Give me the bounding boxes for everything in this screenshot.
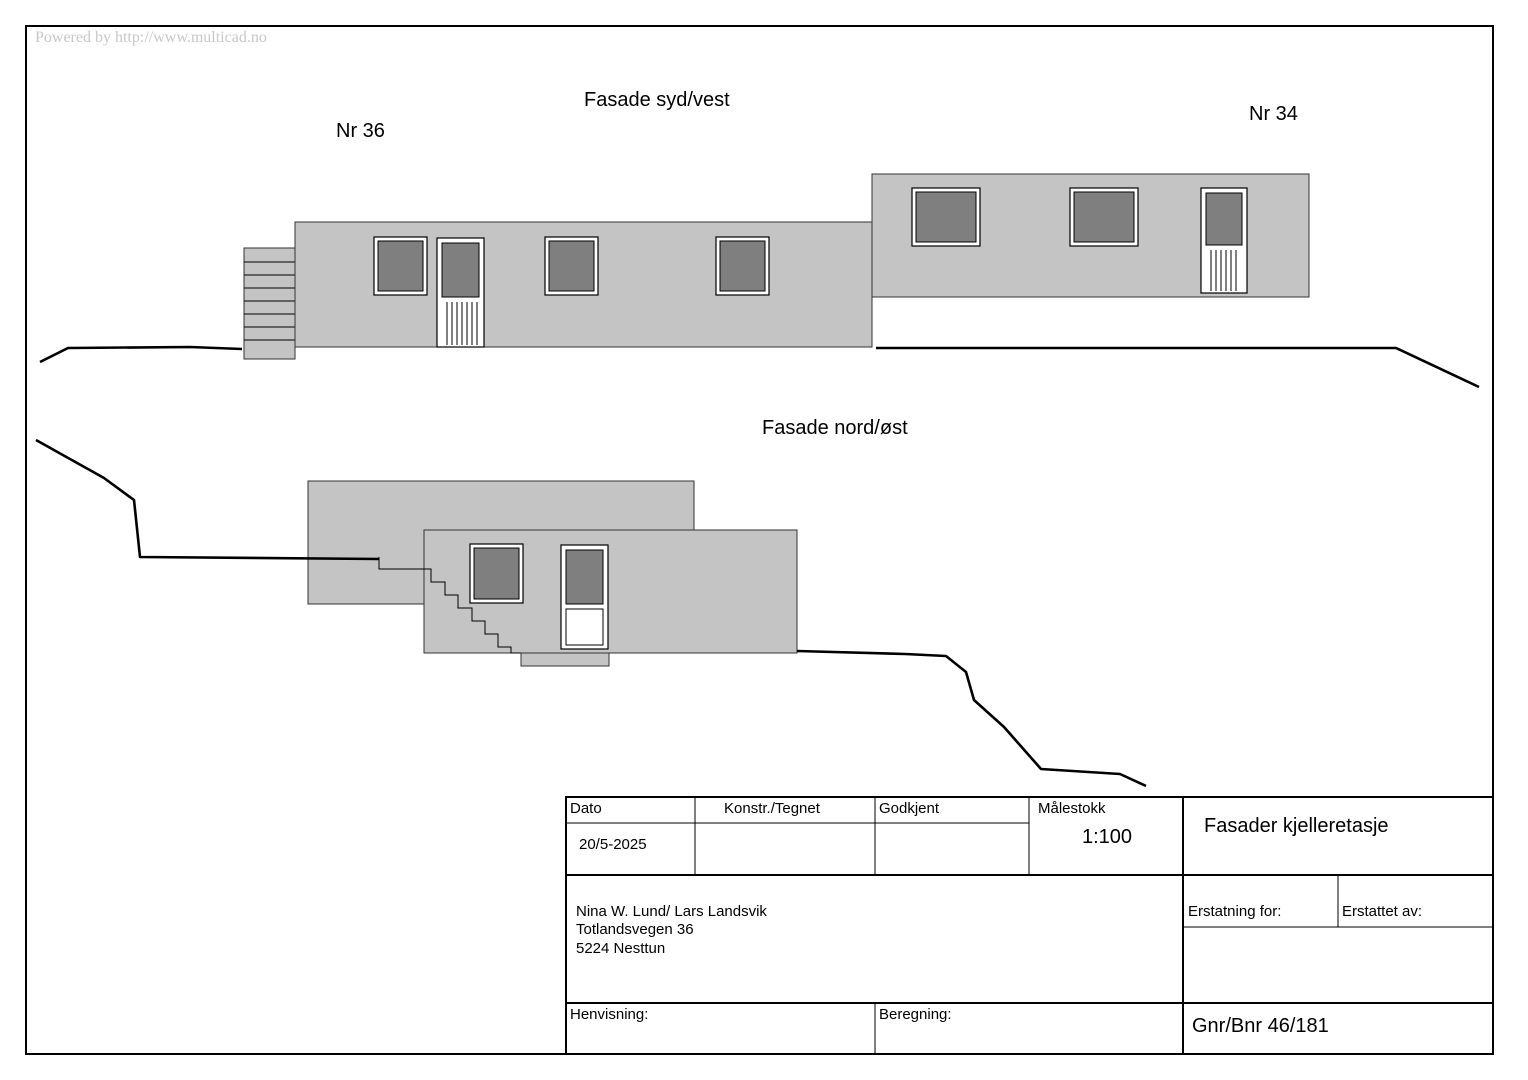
reference-label: Henvisning: [570, 1006, 648, 1023]
side-stairs-nr36 [243, 247, 296, 360]
scale-value: 1:100 [1082, 826, 1132, 848]
scale-label: Målestokk [1038, 800, 1106, 817]
calculation-label: Beregning: [879, 1006, 952, 1023]
ground-line-sw-left [39, 345, 243, 364]
house-nr34-label: Nr 34 [1249, 103, 1298, 125]
window-ne-1 [469, 543, 524, 604]
replacement-for-label: Erstatning for: [1188, 903, 1281, 920]
owner-line-3: 5224 Nesttun [576, 940, 665, 957]
window-nr36-2 [544, 236, 599, 296]
window-nr34-2 [1069, 187, 1139, 247]
drawn-by-label: Konstr./Tegnet [724, 800, 821, 817]
approved-label: Godkjent [879, 800, 940, 817]
south-west-facade-title: Fasade syd/vest [584, 89, 730, 111]
watermark: Powered by http://www.multicad.no [35, 29, 267, 46]
ground-line-sw-right [876, 346, 1480, 389]
window-nr36-3 [715, 236, 770, 296]
ground-line-ne-right [796, 649, 1147, 788]
door-nr34 [1200, 187, 1248, 294]
date-label: Dato [570, 800, 602, 817]
owner-line-1: Nina W. Lund/ Lars Landsvik [576, 903, 767, 920]
replaced-by-label: Erstattet av: [1342, 903, 1422, 920]
date-value: 20/5-2025 [579, 836, 647, 853]
property-id: Gnr/Bnr 46/181 [1192, 1015, 1329, 1037]
window-nr34-1 [911, 187, 981, 247]
ground-line-ne-left [35, 438, 380, 561]
north-east-facade-title: Fasade nord/øst [762, 417, 908, 439]
title-block [565, 796, 1494, 1055]
house-nr36-label: Nr 36 [336, 120, 385, 142]
stair-landing-ne [520, 652, 610, 667]
stairs-ne [378, 557, 521, 654]
window-nr36-1 [373, 236, 428, 296]
drawing-title: Fasader kjelleretasje [1204, 815, 1389, 837]
door-ne [560, 544, 609, 650]
door-nr36 [436, 237, 485, 348]
owner-line-2: Totlandsvegen 36 [576, 921, 694, 938]
